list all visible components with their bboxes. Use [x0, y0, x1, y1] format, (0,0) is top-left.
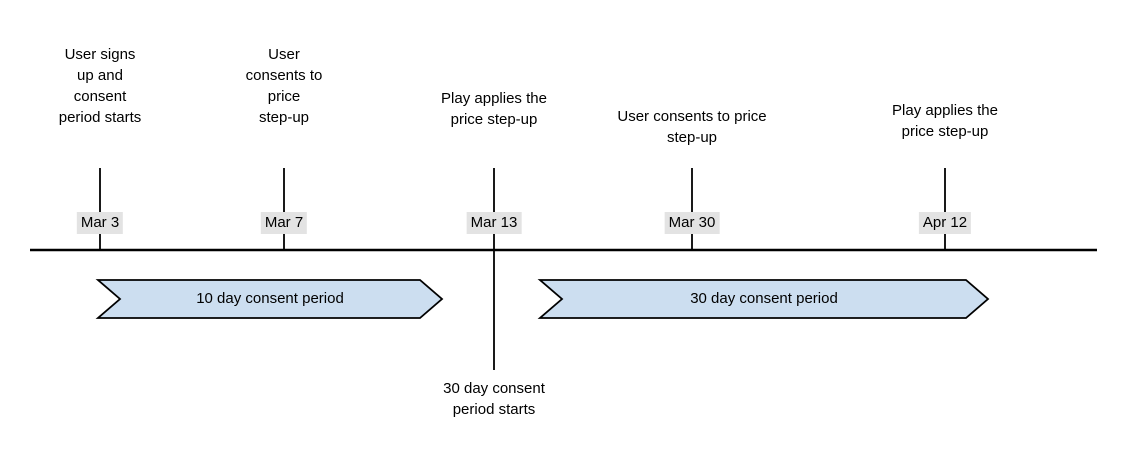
- event-description-mar-7: User consents to price step-up: [245, 46, 323, 126]
- event-description-mar-3: User signs up and consent period starts: [58, 46, 142, 126]
- date-chip-mar-7: Mar 7: [260, 212, 308, 234]
- date-chip-mar-30: Mar 30: [664, 212, 720, 234]
- band-label-band-10-day: 10 day consent period: [196, 290, 344, 307]
- consent-start-note: 30 day consent period starts: [443, 380, 545, 418]
- event-description-apr-12: Play applies the price step-up: [892, 102, 998, 140]
- event-description-mar-13: Play applies the price step-up: [441, 90, 547, 128]
- band-10-day: [95, 279, 444, 319]
- event-description-mar-30: User consents to price step-up: [617, 108, 767, 146]
- date-chip-mar-13: Mar 13: [466, 212, 522, 234]
- timeline-ticks: [99, 168, 946, 370]
- date-chip-apr-12: Apr 12: [918, 212, 972, 234]
- band-label-band-30-day: 30 day consent period: [690, 290, 838, 307]
- band-30-day: [537, 279, 990, 319]
- consent-period-bands: [95, 279, 990, 319]
- date-chip-mar-3: Mar 3: [76, 212, 124, 234]
